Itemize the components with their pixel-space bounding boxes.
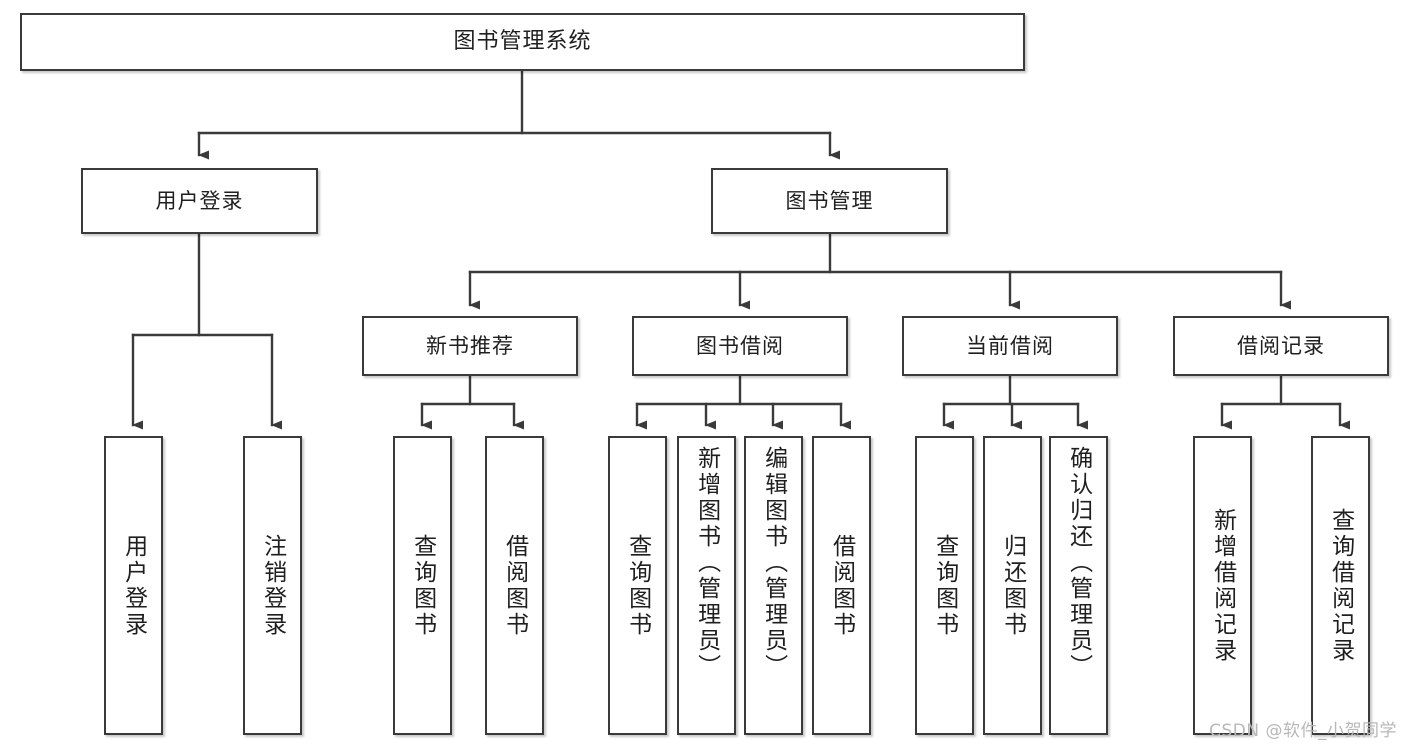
- node-leaf-add-book-label: 新增图书（管理员）: [693, 446, 720, 680]
- node-leaf-query-book-1[interactable]: 查询图书: [393, 436, 452, 735]
- node-leaf-borrow-book-1[interactable]: 借阅图书: [485, 436, 544, 735]
- node-book-manage-label: 图书管理: [785, 188, 874, 213]
- node-leaf-query-book-3-label: 查询图书: [931, 533, 958, 638]
- node-leaf-borrow-book-2-label: 借阅图书: [828, 533, 855, 638]
- node-book-borrow-label: 图书借阅: [696, 333, 784, 358]
- node-leaf-borrow-book-1-label: 借阅图书: [501, 533, 528, 638]
- node-leaf-query-book-3[interactable]: 查询图书: [915, 436, 974, 735]
- node-leaf-confirm-return-label: 确认归还（管理员）: [1065, 446, 1092, 680]
- node-leaf-add-book[interactable]: 新增图书（管理员）: [677, 436, 736, 735]
- node-new-book-recommend-label: 新书推荐: [426, 333, 514, 358]
- node-leaf-query-book-2[interactable]: 查询图书: [608, 436, 667, 735]
- node-leaf-user-login[interactable]: 用户登录: [104, 436, 163, 735]
- node-leaf-edit-book-label: 编辑图书（管理员）: [760, 446, 787, 680]
- node-new-book-recommend[interactable]: 新书推荐: [362, 316, 578, 376]
- node-leaf-edit-book[interactable]: 编辑图书（管理员）: [744, 436, 803, 735]
- node-book-borrow[interactable]: 图书借阅: [632, 316, 848, 376]
- node-root-system[interactable]: 图书管理系统: [20, 13, 1025, 71]
- node-leaf-user-logout[interactable]: 注销登录: [243, 436, 302, 735]
- node-leaf-add-record[interactable]: 新增借阅记录: [1193, 436, 1252, 735]
- node-leaf-return-book-label: 归还图书: [999, 533, 1026, 638]
- node-leaf-borrow-book-2[interactable]: 借阅图书: [812, 436, 871, 735]
- node-root-system-label: 图书管理系统: [453, 29, 592, 55]
- node-leaf-query-record-label: 查询借阅记录: [1327, 507, 1354, 664]
- csdn-watermark: CSDN @软件_小贺同学: [1209, 721, 1397, 741]
- node-borrow-record[interactable]: 借阅记录: [1173, 316, 1389, 376]
- node-leaf-query-record[interactable]: 查询借阅记录: [1311, 436, 1370, 735]
- node-leaf-user-login-label: 用户登录: [120, 533, 147, 638]
- node-leaf-user-logout-label: 注销登录: [259, 533, 286, 638]
- node-current-borrow-label: 当前借阅: [966, 333, 1054, 358]
- node-book-manage[interactable]: 图书管理: [711, 168, 948, 234]
- node-borrow-record-label: 借阅记录: [1237, 333, 1325, 358]
- node-user-login-label: 用户登录: [155, 188, 244, 213]
- node-current-borrow[interactable]: 当前借阅: [902, 316, 1118, 376]
- node-leaf-query-book-1-label: 查询图书: [409, 533, 436, 638]
- node-leaf-query-book-2-label: 查询图书: [624, 533, 651, 638]
- node-user-login[interactable]: 用户登录: [81, 168, 318, 234]
- node-leaf-add-record-label: 新增借阅记录: [1209, 507, 1236, 664]
- node-leaf-return-book[interactable]: 归还图书: [983, 436, 1042, 735]
- node-leaf-confirm-return[interactable]: 确认归还（管理员）: [1049, 436, 1108, 735]
